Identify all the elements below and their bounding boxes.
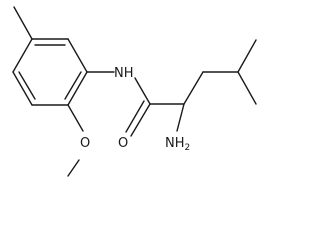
carbonyl-double-bond [125, 100, 145, 133]
amine-main-label: NH [165, 136, 185, 151]
ring-bond [67, 38, 88, 73]
methoxy-methyl-bond [67, 159, 80, 177]
nh-label: NH [114, 66, 134, 81]
carbonyl-double-bond [130, 103, 151, 137]
amine-label: NH2 [165, 136, 190, 153]
ring-methoxy-bond [67, 104, 84, 132]
ring-bond [12, 71, 33, 106]
ring-double-bond [64, 71, 82, 100]
benzene-ring [12, 38, 88, 106]
ring-bond [12, 38, 33, 73]
alpha-amine-bond [176, 103, 185, 132]
ring-methyl-bond [13, 6, 33, 40]
amine-subscript-label: 2 [185, 143, 191, 153]
methoxy-oxygen-label: O [80, 136, 90, 151]
isopropyl-down-bond [237, 71, 257, 105]
nh-carbonyl-bond [134, 77, 151, 105]
molecule-diagram: NH O O NH2 [12, 6, 257, 177]
carbonyl-oxygen-label: O [118, 136, 128, 151]
ring-bond [67, 71, 88, 106]
ring-double-bond [18, 71, 36, 100]
isopropyl-up-bond [237, 39, 257, 73]
alpha-ch2-bond [183, 71, 204, 105]
